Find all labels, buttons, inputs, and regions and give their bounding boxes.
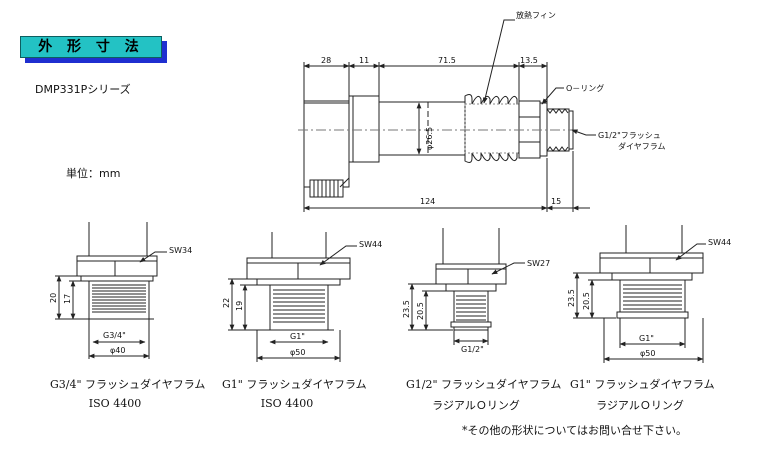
detail3-sw: SW27	[527, 259, 550, 268]
callout-fins: 放熱フィン	[516, 10, 556, 20]
detail2-h2: 19	[235, 301, 244, 311]
callout-flush-1: G1/2"フラッシュ	[598, 131, 661, 140]
detail1-phi: φ40	[110, 346, 125, 355]
detail-g3-4: SW34 20 17 G3/4" φ40	[49, 222, 192, 359]
body-tube	[378, 101, 466, 156]
series-label: DMP331Pシリーズ	[35, 83, 131, 96]
unit-label: 単位：mm	[66, 167, 121, 180]
detail1-standard: ISO 4400	[88, 397, 142, 410]
detail4-caption: G1" フラッシュダイヤフラム	[570, 378, 715, 391]
footer-note: *その他の形状についてはお問い合せ下さい。	[462, 424, 687, 437]
detail1-caption: G3/4" フラッシュダイヤフラム	[50, 378, 206, 391]
detail2-phi: φ50	[290, 348, 305, 357]
detail3-thread: G1/2"	[461, 345, 484, 354]
detail4-thread: G1"	[639, 334, 654, 343]
detail4-h2: 20.5	[582, 292, 591, 310]
dim-124: 124	[420, 197, 435, 206]
detail1-sw: SW34	[169, 246, 192, 255]
detail1-h1: 20	[49, 293, 58, 303]
dim-phi26-5: φ26.5	[425, 127, 434, 150]
detail4-sw: SW44	[708, 238, 731, 247]
detail4-phi: φ50	[640, 349, 655, 358]
dim-71-5: 71.5	[438, 56, 456, 65]
detail3-h1: 23.5	[402, 300, 411, 318]
detail2-standard: ISO 4400	[260, 397, 314, 410]
dim-28: 28	[321, 56, 331, 65]
detail1-h2: 17	[63, 294, 72, 304]
cooling-fins	[464, 94, 519, 163]
detail2-sw: SW44	[359, 240, 382, 249]
detail2-h1: 22	[222, 298, 231, 308]
detail1-thread: G3/4"	[103, 331, 126, 340]
detail3-caption: G1/2" フラッシュダイヤフラム	[406, 378, 562, 391]
dim-11: 11	[359, 56, 369, 65]
detail-g1-2: SW27 23.5 20.5 G1/2"	[402, 228, 550, 354]
callout-oring: O－リング	[566, 83, 604, 93]
detail4-h1: 23.5	[567, 289, 576, 307]
dim-15: 15	[551, 197, 561, 206]
detail4-seal: ラジアルＯリング	[596, 399, 684, 412]
main-sensor-drawing: 28 11 71.5 13.5 124 15 φ26.5 放熱フィン O－リング…	[298, 10, 666, 212]
section-title: 外 形 寸 法	[38, 39, 144, 55]
detail3-seal: ラジアルＯリング	[432, 399, 520, 412]
detail-g1-radial: SW44 23.5 20.5 G1" φ50	[567, 225, 731, 363]
dim-13-5: 13.5	[520, 56, 538, 65]
connector-housing	[303, 100, 350, 188]
detail-g1: SW44 22 19 G1" φ50	[222, 232, 382, 362]
detail2-caption: G1" フラッシュダイヤフラム	[222, 378, 367, 391]
housing-neck	[348, 95, 380, 163]
callout-flush-2: ダイヤフラム	[618, 141, 666, 151]
section-title-badge: 外 形 寸 法	[20, 36, 162, 58]
detail3-h2: 20.5	[416, 302, 425, 320]
detail2-thread: G1"	[290, 332, 305, 341]
